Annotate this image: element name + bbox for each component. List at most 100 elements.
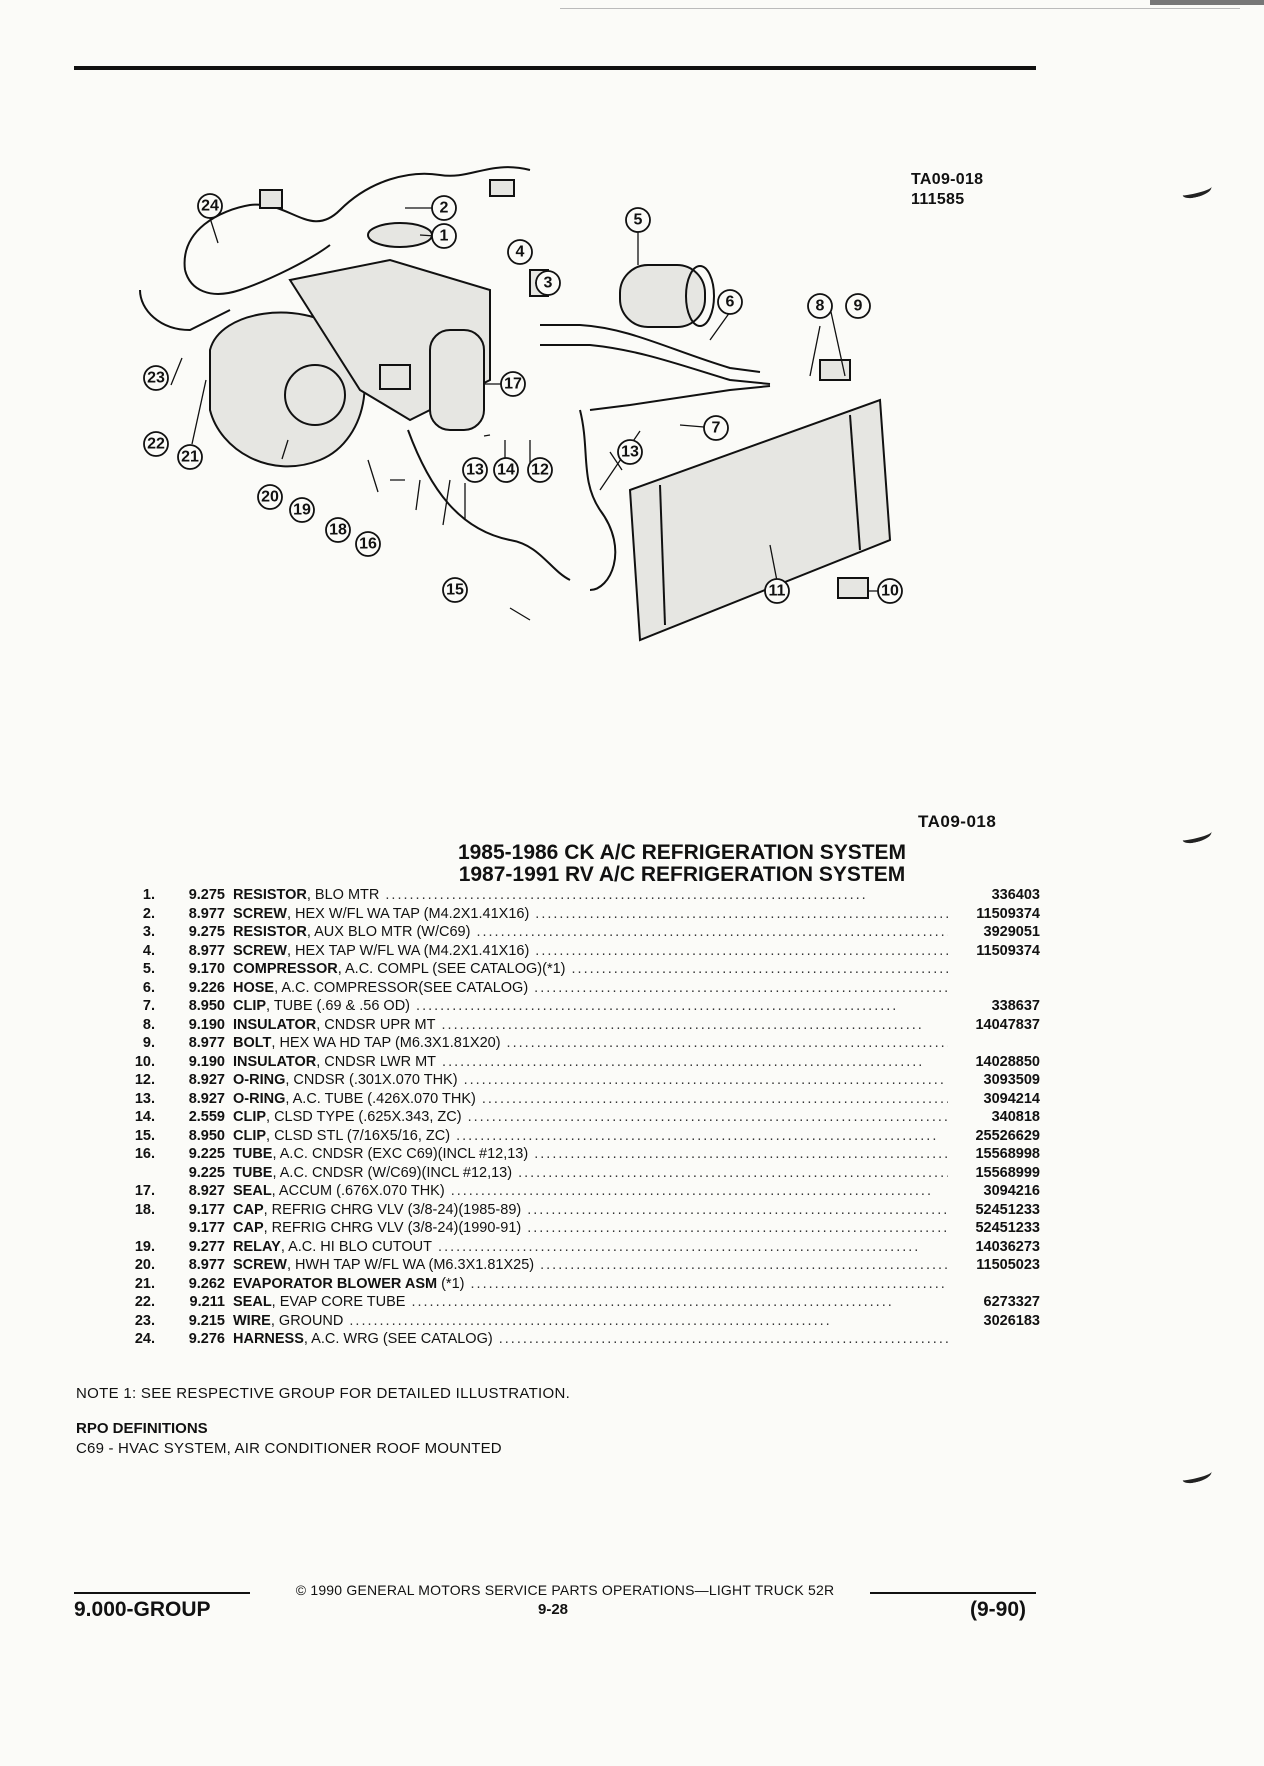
- leader-dots: ........................................…: [410, 998, 899, 1014]
- svg-text:2: 2: [440, 200, 449, 217]
- upper-insulator: [819, 359, 851, 381]
- part-number-index: 12.: [134, 1072, 155, 1088]
- part-description: CAP, REFRIG CHRG VLV (3/8-24)(1990-91) .…: [233, 1219, 948, 1238]
- part-catalog-number: 3094216: [983, 1183, 1040, 1199]
- part-name: CLIP: [233, 1109, 267, 1125]
- part-number-index: 13.: [134, 1090, 155, 1107]
- exploded-diagram: 1 2 3 4 5 6 7 8 9 10 11 12 13 13 14 15 1…: [139, 166, 903, 642]
- note: NOTE 1: SEE RESPECTIVE GROUP FOR DETAILE…: [76, 1385, 571, 1402]
- part-name: CLIP: [233, 998, 267, 1014]
- part-name: RELAY: [233, 1238, 281, 1255]
- svg-text:13: 13: [466, 462, 484, 479]
- revision-date: (9-90): [970, 1598, 1027, 1621]
- page-number: 9-28: [538, 1601, 569, 1618]
- callout-2: 2: [431, 195, 457, 221]
- part-name: O-RING: [233, 1072, 286, 1088]
- part-group-code: 9.177: [188, 1201, 225, 1218]
- part-detail: , REFRIG CHRG VLV (3/8-24)(1985-89): [263, 1201, 522, 1218]
- compressor: [619, 264, 706, 328]
- part-description: INSULATOR, CNDSR UPR MT ................…: [233, 1016, 948, 1035]
- footer-rule-right: [870, 1592, 1036, 1594]
- part-description: COMPRESSOR, A.C. COMPL (SEE CATALOG)(*1)…: [233, 960, 948, 979]
- condenser-tube: [407, 429, 571, 581]
- part-description: CLIP, TUBE (.69 & .56 OD) ..............…: [233, 997, 948, 1016]
- part-group-code: 8.927: [188, 1072, 225, 1088]
- part-number-index: 18.: [134, 1201, 155, 1218]
- part-catalog-number: [948, 960, 1040, 979]
- svg-text:1: 1: [440, 228, 449, 245]
- compressor-hose: [540, 324, 761, 373]
- part-number-index: 22.: [134, 1294, 155, 1310]
- part-number-index: [110, 1164, 155, 1183]
- part-description: SCREW, HEX TAP W/FL WA (M4.2X1.41X16) ..…: [233, 942, 948, 961]
- callout-15: 15: [442, 577, 468, 603]
- part-detail: , AUX BLO MTR (W/C69): [306, 924, 471, 940]
- svg-text:9: 9: [854, 298, 863, 315]
- svg-text:17: 17: [504, 376, 522, 393]
- part-detail: , HWH TAP W/FL WA (M6.3X1.81X25): [286, 1257, 535, 1273]
- compressor-face: [685, 265, 715, 327]
- part-catalog-number: 3929051: [983, 924, 1040, 940]
- part-number-index: 16.: [134, 1146, 155, 1162]
- part-description: INSULATOR, CNDSR LWR MT ................…: [233, 1053, 948, 1072]
- callout-16: 16: [355, 531, 381, 557]
- callout-5: 5: [625, 207, 651, 233]
- figure-bottom-reference: TA09-018: [918, 812, 997, 831]
- part-catalog-number: 14028850: [975, 1053, 1040, 1070]
- leader-dots: ........................................…: [405, 1294, 894, 1310]
- leader-dots: ........................................…: [435, 1016, 924, 1033]
- callout-17: 17: [500, 371, 526, 397]
- part-description: TUBE, A.C. CNDSR (EXC C69)(INCL #12,13) …: [233, 1145, 948, 1164]
- leader-dots: ........................................…: [450, 1127, 939, 1144]
- callout-20: 20: [257, 484, 283, 510]
- part-catalog-number: 3094214: [983, 1090, 1040, 1107]
- part-detail: , CLSD STL (7/16X5/16, ZC): [266, 1127, 451, 1144]
- part-detail: (*1): [437, 1275, 465, 1292]
- condenser-tube-2: [579, 409, 617, 591]
- part-description: BOLT, HEX WA HD TAP (M6.3X1.81X20) .....…: [233, 1034, 948, 1053]
- leader-dots: ........................................…: [343, 1312, 832, 1329]
- svg-text:12: 12: [531, 462, 549, 479]
- part-number-index: 8.: [142, 1016, 155, 1033]
- svg-text:18: 18: [329, 522, 347, 539]
- leader-dots: ........................................…: [492, 1331, 948, 1347]
- callout-22: 22: [143, 431, 169, 457]
- svg-text:20: 20: [261, 489, 279, 506]
- leader-dots: ........................................…: [535, 942, 948, 959]
- part-catalog-number: [948, 1034, 1040, 1053]
- part-name: BOLT: [233, 1035, 272, 1051]
- part-name: SCREW: [233, 1257, 287, 1273]
- figure-reference: TA09-018 111585: [911, 170, 983, 210]
- part-catalog-number: 11505023: [976, 1257, 1040, 1273]
- part-group-code: 9.225: [188, 1146, 225, 1162]
- part-number-index: 9.: [142, 1035, 155, 1051]
- title-line-2: 1987-1991 RV A/C REFRIGERATION SYSTEM: [458, 863, 906, 886]
- part-group-code: 9.275: [188, 924, 225, 940]
- leader-dots: ........................................…: [540, 1257, 948, 1273]
- harness-connector-2: [259, 189, 283, 209]
- part-detail: , ACCUM (.676X.070 THK): [271, 1183, 445, 1199]
- callout-13b: 13: [617, 439, 643, 465]
- part-detail: , BLO MTR: [306, 887, 380, 903]
- part-number-index: 24.: [134, 1331, 155, 1347]
- liquid-line: [589, 385, 771, 411]
- part-detail: , HEX W/FL WA TAP (M4.2X1.41X16): [286, 905, 530, 922]
- part-number-index: 6.: [142, 979, 155, 996]
- part-group-code: 8.950: [188, 998, 225, 1014]
- callout-4: 4: [507, 239, 533, 265]
- part-number-index: 17.: [134, 1183, 155, 1199]
- part-catalog-number: [948, 1275, 1040, 1294]
- part-description: SEAL, ACCUM (.676X.070 THK) ............…: [233, 1182, 948, 1201]
- svg-text:7: 7: [712, 420, 721, 437]
- part-name: HARNESS: [233, 1331, 304, 1347]
- part-description: EVAPORATOR BLOWER ASM (*1) .............…: [233, 1275, 948, 1294]
